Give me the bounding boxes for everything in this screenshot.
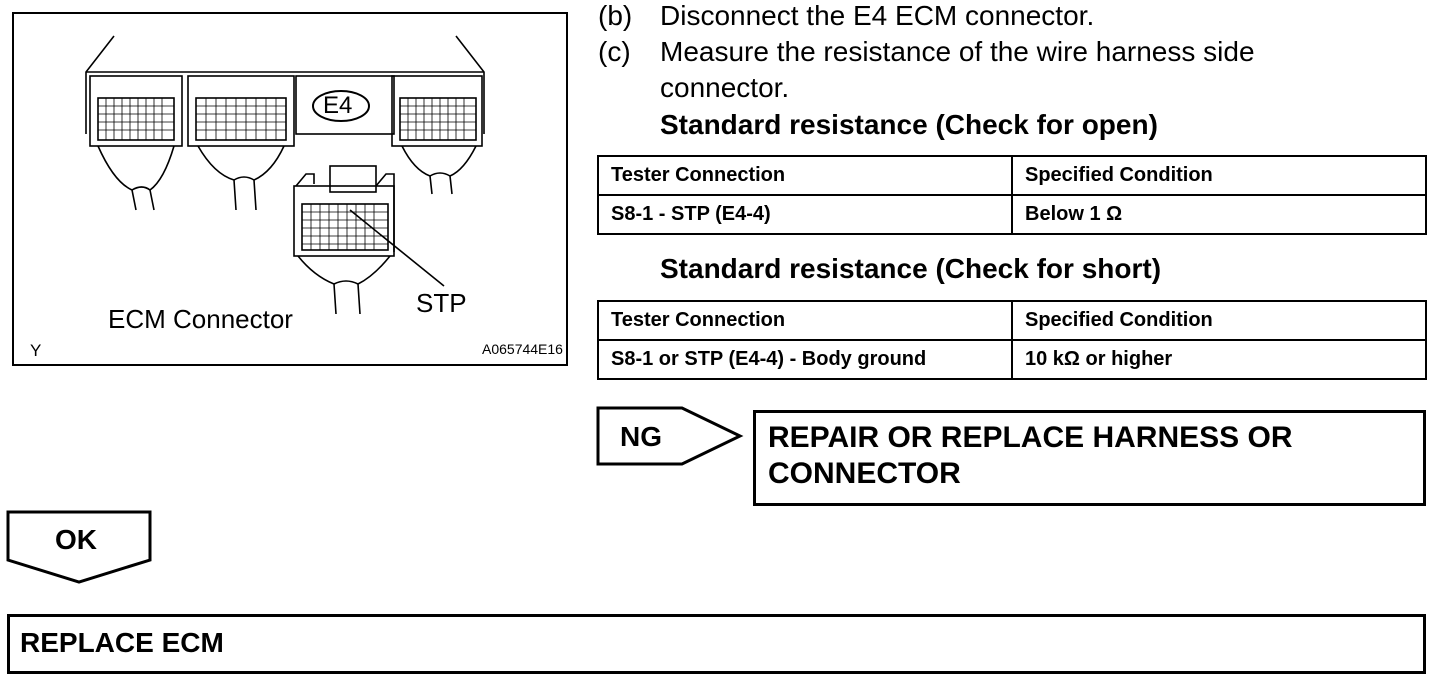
step-b: (b) Disconnect the E4 ECM connector. — [598, 2, 1398, 34]
stp-label: STP — [416, 288, 467, 318]
step-c-text: Measure the resistance of the wire harne… — [660, 36, 1255, 67]
e4-tag-oval — [312, 90, 370, 122]
cell-specified-condition: Below 1 Ω — [1011, 194, 1427, 235]
connector-tag-e4: E4 — [323, 92, 353, 119]
ng-action-line2: CONNECTOR — [768, 457, 961, 490]
table-header-row: Tester Connection Specified Condition — [597, 300, 1427, 341]
step-c: (c) Measure the resistance of the wire h… — [598, 38, 1398, 108]
ok-action-text: REPLACE ECM — [20, 627, 224, 658]
cell-tester-connection: S8-1 or STP (E4-4) - Body ground — [597, 339, 1013, 380]
short-check-title: Standard resistance (Check for short) — [660, 253, 1162, 284]
header-tester-connection: Tester Connection — [597, 155, 1013, 196]
ok-flag-label: OK — [55, 524, 97, 555]
table-row: S8-1 or STP (E4-4) - Body ground 10 kΩ o… — [597, 339, 1427, 380]
ng-action-line1: REPAIR OR REPLACE HARNESS OR — [768, 421, 1293, 454]
table-row: S8-1 - STP (E4-4) Below 1 Ω — [597, 194, 1427, 235]
figure-code: A065744E16 — [482, 341, 563, 357]
step-c-text-continued: connector. — [660, 72, 790, 103]
open-check-table: Tester Connection Specified Condition S8… — [597, 155, 1427, 235]
ng-arrow-flag — [596, 406, 744, 466]
short-check-table: Tester Connection Specified Condition S8… — [597, 300, 1427, 380]
cell-specified-condition: 10 kΩ or higher — [1011, 339, 1427, 380]
table-header-row: Tester Connection Specified Condition — [597, 155, 1427, 196]
cell-tester-connection: S8-1 - STP (E4-4) — [597, 194, 1013, 235]
figure-caption: ECM Connector — [108, 304, 293, 334]
ng-action-box: REPAIR OR REPLACE HARNESS OR CONNECTOR — [753, 410, 1426, 506]
step-b-letter: (b) — [598, 0, 633, 31]
header-tester-connection: Tester Connection — [597, 300, 1013, 341]
step-c-letter: (c) — [598, 36, 631, 67]
ecm-connector-drawing — [85, 35, 485, 315]
open-check-title: Standard resistance (Check for open) — [660, 109, 1158, 140]
ng-flag-label: NG — [620, 421, 662, 452]
corner-mark: Y — [30, 341, 42, 360]
ok-arrow-flag — [6, 510, 152, 584]
step-b-text: Disconnect the E4 ECM connector. — [660, 0, 1095, 31]
header-specified-condition: Specified Condition — [1011, 300, 1427, 341]
connector-figure: E4 STP ECM Connector Y A065744E16 — [12, 12, 568, 366]
header-specified-condition: Specified Condition — [1011, 155, 1427, 196]
ok-action-box: REPLACE ECM — [7, 614, 1426, 674]
